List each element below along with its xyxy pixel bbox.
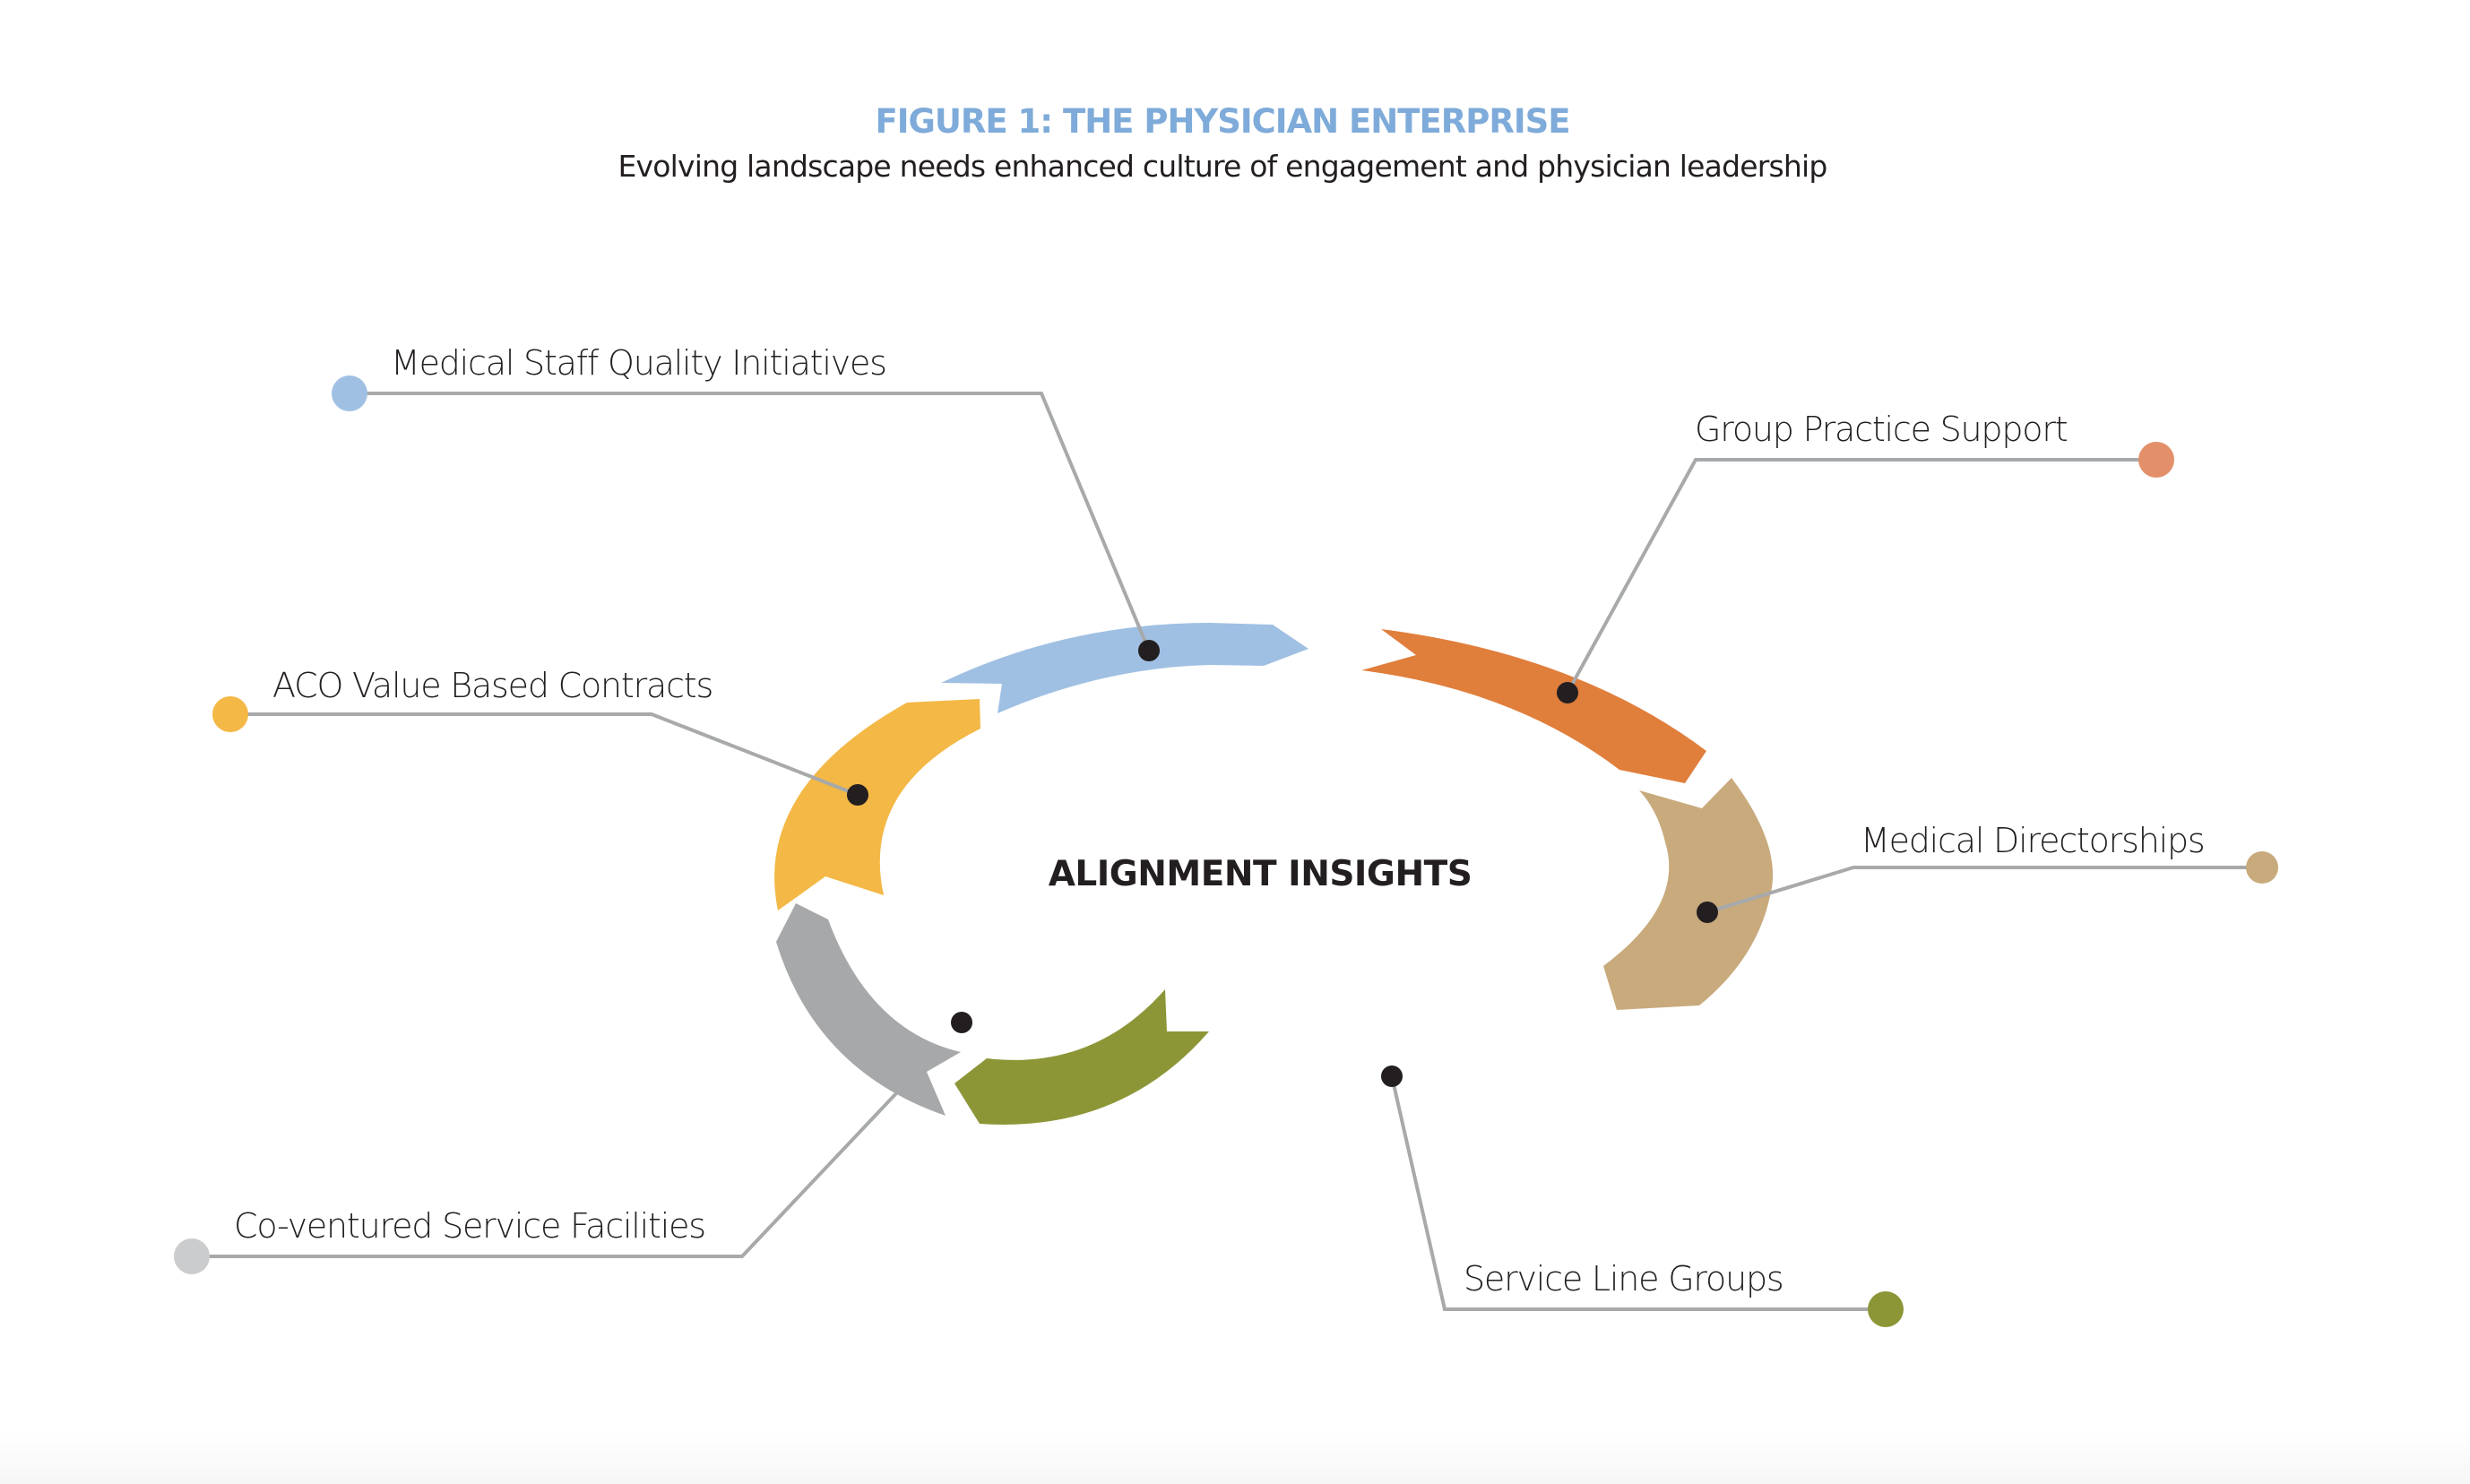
marker-dot — [951, 1012, 972, 1033]
end-dot-co-ventured-service-facilities — [174, 1238, 210, 1274]
cycle-ring — [774, 623, 1774, 1125]
leader-lines — [192, 392, 2262, 1311]
segment-labels: Medical Staff Quality Initiatives Group … — [234, 343, 2206, 1298]
figure-title: FIGURE 1: THE PHYSICIAN ENTERPRISE — [875, 102, 1569, 141]
leader-medical-directorships — [1706, 866, 2262, 914]
leader-group-practice-support — [1566, 458, 2156, 694]
label-aco-value-based-contracts: ACO Value Based Contracts — [272, 666, 712, 705]
leader-medical-staff-quality — [350, 392, 1151, 651]
leader-service-line-groups — [1390, 1075, 1886, 1311]
label-group-practice-support: Group Practice Support — [1695, 410, 2068, 449]
marker-dot — [1381, 1066, 1403, 1087]
center-label: ALIGNMENT INSIGHTS — [1049, 854, 1472, 894]
segment-medical-staff-quality — [941, 623, 1308, 713]
segment-aco-value-based-contracts — [774, 699, 980, 910]
leader-aco-value-based-contracts — [230, 712, 859, 797]
end-dot-medical-staff-quality — [332, 375, 367, 411]
end-dot-group-practice-support — [2138, 442, 2174, 478]
marker-dot — [1697, 902, 1718, 923]
label-medical-staff-quality: Medical Staff Quality Initiatives — [391, 343, 886, 383]
end-dot-medical-directorships — [2246, 851, 2278, 884]
segment-medical-directorships — [1603, 778, 1774, 1010]
figure-subtitle: Evolving landscape needs enhanced cultur… — [618, 149, 1827, 184]
segment-service-line-groups — [954, 989, 1209, 1125]
marker-dot — [847, 784, 868, 806]
label-medical-directorships: Medical Directorships — [1861, 821, 2204, 860]
end-dot-service-line-groups — [1868, 1291, 1904, 1327]
segment-co-ventured-service-facilities — [776, 903, 961, 1116]
ring-markers — [847, 640, 1718, 1087]
label-service-line-groups: Service Line Groups — [1464, 1259, 1783, 1298]
bottom-fade — [0, 1430, 2470, 1484]
marker-dot — [1557, 682, 1578, 703]
marker-dot — [1138, 640, 1160, 661]
leader-co-ventured-service-facilities — [192, 1057, 931, 1258]
label-co-ventured-service-facilities: Co-ventured Service Facilities — [234, 1206, 705, 1246]
end-dots — [174, 375, 2278, 1327]
segment-group-practice-support — [1361, 629, 1706, 783]
end-dot-aco-value-based-contracts — [212, 696, 248, 732]
